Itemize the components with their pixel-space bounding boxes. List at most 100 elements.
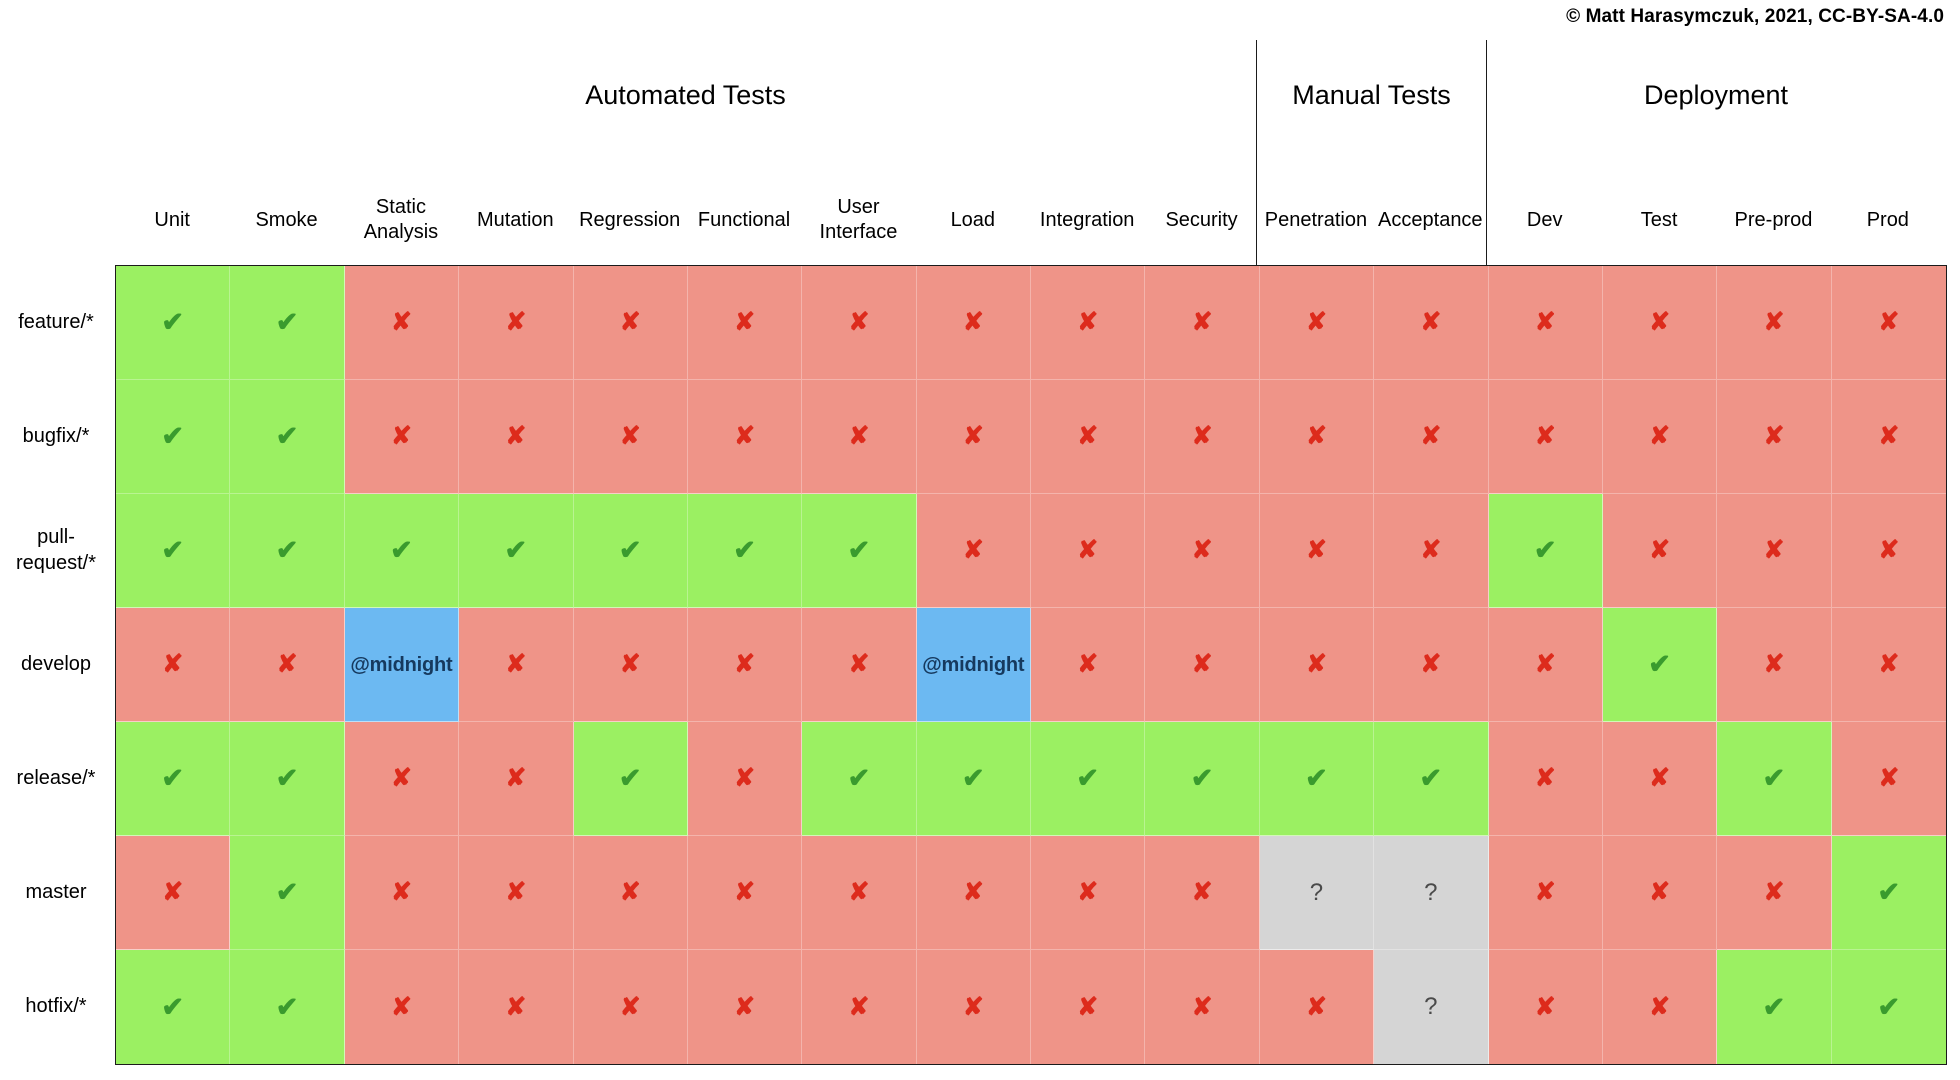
cross-icon: ✘ (1763, 536, 1785, 564)
matrix-cell: ✔ (687, 494, 803, 608)
cross-icon: ✘ (162, 878, 184, 906)
matrix-cell: ✘ (1031, 494, 1146, 608)
matrix-cell: ✘ (1488, 380, 1603, 494)
cross-icon: ✘ (848, 992, 870, 1021)
matrix-cell: ✘ (573, 380, 688, 494)
cross-icon: ✘ (1191, 878, 1213, 906)
column-header: Load (950, 208, 996, 231)
matrix-cell: ✘ (1374, 266, 1489, 380)
matrix-cell: ✘ (1602, 950, 1718, 1064)
matrix-cell: ✘ (1488, 950, 1603, 1064)
matrix-cell: ✘ (1602, 836, 1718, 950)
cross-icon: ✘ (505, 878, 527, 906)
cross-icon: ✘ (848, 422, 870, 450)
cross-icon: ✘ (390, 764, 412, 792)
cross-icon: ✘ (1305, 422, 1327, 450)
matrix-cell: ✘ (1259, 266, 1375, 380)
matrix-cell: ✔ (1031, 722, 1146, 836)
cross-icon: ✘ (1305, 650, 1327, 678)
check-icon: ✔ (161, 535, 184, 565)
check-icon: ✔ (1190, 763, 1214, 793)
column-header: Dev (1526, 208, 1563, 231)
matrix-cell: ✘ (1602, 266, 1718, 380)
matrix-cell: ✔ (230, 494, 345, 608)
cross-icon: ✘ (1077, 422, 1099, 450)
matrix-cell: ✘ (230, 608, 345, 722)
cross-icon: ✘ (1420, 536, 1442, 564)
matrix-cell: ✔ (1145, 722, 1260, 836)
cross-icon: ✘ (1191, 650, 1213, 678)
matrix-cell: ✘ (1374, 494, 1489, 608)
scheduled-label: @midnight (922, 653, 1025, 676)
column-header: Unit (154, 208, 190, 231)
matrix-cell: ✘ (459, 608, 574, 722)
column-header: Integration (1039, 208, 1135, 231)
matrix-cell: ✔ (116, 722, 231, 836)
matrix-cell: ✔ (1717, 722, 1832, 836)
cross-icon: ✘ (1534, 764, 1556, 792)
matrix-cell: ✘ (1259, 608, 1375, 722)
matrix-cell: ✘ (1488, 266, 1603, 380)
row-header: master (25, 881, 87, 903)
matrix-cell: ✘ (1374, 380, 1489, 494)
matrix-cell: ✔ (1374, 722, 1489, 836)
cross-icon: ✘ (1305, 992, 1327, 1021)
matrix-cell: ✘ (1145, 836, 1260, 950)
matrix-cell: ? (1374, 836, 1489, 950)
matrix-cell: ✘ (802, 950, 917, 1064)
matrix-cell: ✘ (1831, 494, 1946, 608)
matrix-cell: ✘ (1031, 836, 1146, 950)
matrix-cell: ✘ (573, 836, 688, 950)
cross-icon: ✘ (276, 650, 298, 678)
matrix-cell: ✘ (1717, 608, 1832, 722)
cross-icon: ✘ (1763, 422, 1785, 450)
matrix-cell: ✔ (802, 722, 917, 836)
cross-icon: ✘ (619, 308, 641, 336)
matrix-cell: ✔ (1602, 608, 1718, 722)
cross-icon: ✘ (962, 536, 984, 564)
matrix-cell: ✘ (459, 722, 574, 836)
matrix-cell: ✘ (573, 950, 688, 1064)
check-icon: ✔ (275, 991, 299, 1022)
row-header: bugfix/* (22, 425, 90, 447)
matrix-cell: ? (1259, 836, 1375, 950)
check-icon: ✔ (1648, 649, 1671, 679)
matrix-cell: ✘ (802, 836, 917, 950)
group-header-manual-tests: Manual Tests (1292, 80, 1451, 110)
cross-icon: ✘ (1649, 764, 1671, 792)
check-icon: ✔ (618, 763, 642, 793)
cross-icon: ✘ (619, 650, 641, 678)
cross-icon: ✘ (734, 650, 756, 678)
matrix-cell: ✘ (802, 608, 917, 722)
check-icon: ✔ (275, 421, 299, 451)
matrix-cell: ✘ (1031, 266, 1146, 380)
matrix-cell: ✔ (230, 266, 345, 380)
question-mark-icon: ? (1424, 993, 1438, 1020)
cross-icon: ✘ (734, 308, 756, 336)
matrix-cell: ✘ (1717, 380, 1832, 494)
matrix-cell: ✘ (1145, 950, 1260, 1064)
matrix-cell: ✘ (116, 608, 231, 722)
cross-icon: ✘ (1191, 422, 1213, 450)
matrix-cell: ? (1374, 950, 1489, 1064)
cross-icon: ✘ (1420, 650, 1442, 678)
check-icon: ✔ (390, 535, 413, 565)
matrix-cell: ✘ (1145, 380, 1260, 494)
cross-icon: ✘ (962, 992, 984, 1021)
matrix-cell: ✘ (573, 266, 688, 380)
cross-icon: ✘ (1191, 536, 1213, 564)
cross-icon: ✘ (390, 878, 412, 906)
column-header: Security (1165, 208, 1238, 231)
cross-icon: ✘ (1649, 422, 1671, 450)
column-header: Regression (579, 208, 681, 231)
check-icon: ✔ (1877, 877, 1901, 907)
cross-icon: ✘ (390, 422, 412, 450)
column-header: Penetration (1264, 208, 1368, 231)
column-header: Mutation (476, 208, 554, 231)
cross-icon: ✘ (619, 422, 641, 450)
matrix-cell: ✘ (1488, 722, 1603, 836)
matrix-cell: ✘ (344, 380, 460, 494)
cross-icon: ✘ (1305, 308, 1327, 336)
cross-icon: ✘ (619, 878, 641, 906)
matrix-cell: ✔ (230, 950, 345, 1064)
